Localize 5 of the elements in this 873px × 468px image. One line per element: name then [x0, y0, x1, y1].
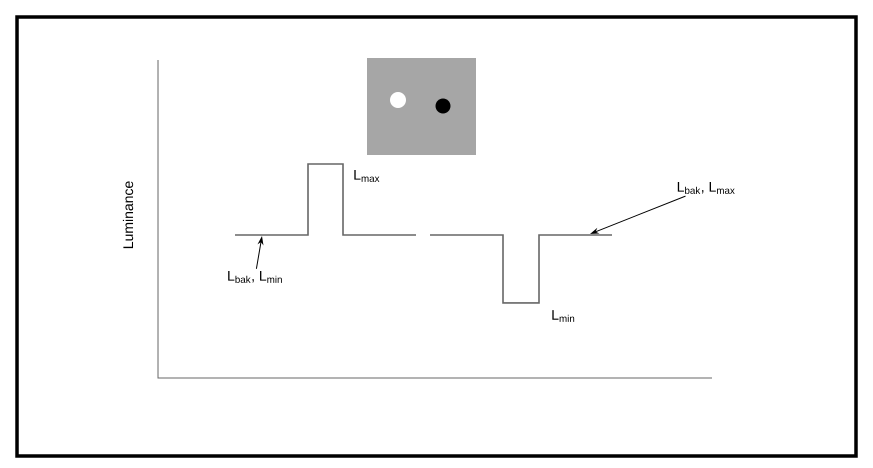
level-label: L$_{max}$: [354, 170, 380, 182]
axis-label: Luminance: [122, 181, 134, 248]
callout-text: L$_{bak}$, L$_{min}$: [228, 271, 282, 283]
level-label: L$_{min}$: [552, 310, 574, 322]
callout-text: L$_{bak}$, L$_{max}$: [678, 182, 735, 194]
